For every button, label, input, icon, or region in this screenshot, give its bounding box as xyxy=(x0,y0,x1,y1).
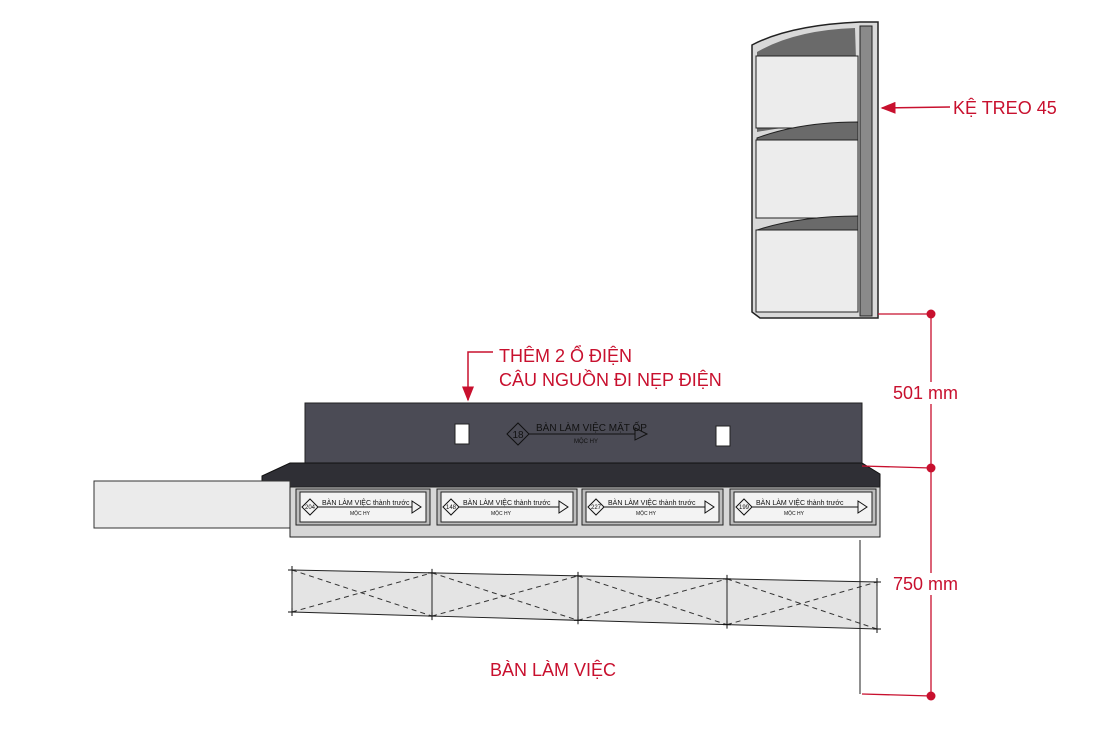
dimension-750: 750 mm xyxy=(893,574,958,594)
desk-top xyxy=(261,462,881,488)
dimension-lines xyxy=(859,309,936,701)
dimension-501: 501 mm xyxy=(893,383,958,403)
desk-label: BÀN LÀM VIỆC xyxy=(490,660,616,680)
side-panel xyxy=(93,480,291,529)
drawer-title: BÀN LÀM VIỆC thành trước xyxy=(463,498,551,507)
outlet-right xyxy=(715,425,731,447)
drawer-number: 204 xyxy=(305,505,316,511)
drawer-number: 199 xyxy=(739,505,750,511)
drawer-number: 227 xyxy=(591,505,602,511)
backsplash-number: 18 xyxy=(512,430,524,441)
shelf-label: KỆ TREO 45 xyxy=(953,98,1057,118)
lower-panel xyxy=(431,572,579,621)
wall-shelf xyxy=(751,21,879,319)
backsplash-title: BÀN LÀM VIỆC MẶT ỐP xyxy=(536,420,647,434)
lower-panel xyxy=(726,578,878,630)
outlet-note-line1: THÊM 2 Ổ ĐIỆN xyxy=(499,345,632,366)
outlet-note-line2: CÂU NGUỒN ĐI NẸP ĐIỆN xyxy=(499,369,722,390)
lower-panels xyxy=(288,566,881,633)
lower-panel xyxy=(291,569,433,617)
drawer-sub: MỘC HY xyxy=(350,510,371,517)
drawer-title: BÀN LÀM VIỆC thành trước xyxy=(756,498,844,507)
drawer-sub: MỘC HY xyxy=(784,510,805,517)
lower-panel xyxy=(577,575,728,626)
outlet-leader-arrow xyxy=(462,351,493,402)
drawer-title: BÀN LÀM VIỆC thành trước xyxy=(322,498,410,507)
backsplash-panel: 18 BÀN LÀM VIỆC MẶT ỐP MỘC HY xyxy=(304,402,863,466)
drawer-sub: MỘC HY xyxy=(491,510,512,517)
outlet-left xyxy=(454,423,470,445)
drawer-title: BÀN LÀM VIỆC thành trước xyxy=(608,498,696,507)
drawer-sub: MỘC HY xyxy=(636,510,657,517)
backsplash-sub: MỘC HY xyxy=(574,438,598,445)
shelf-leader-arrow xyxy=(880,101,951,114)
drawer-number: 148 xyxy=(446,505,457,511)
